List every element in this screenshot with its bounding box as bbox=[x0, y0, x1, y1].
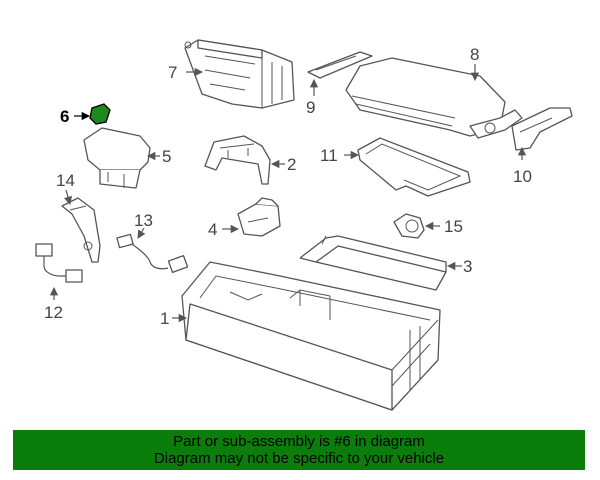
callout-5: 5 bbox=[162, 147, 171, 166]
part-5-housing: 5 bbox=[83, 127, 171, 189]
part-6-highlighted: 6 bbox=[60, 103, 111, 126]
callout-12: 12 bbox=[44, 303, 63, 322]
callout-6: 6 bbox=[60, 107, 69, 126]
callout-13: 13 bbox=[134, 211, 153, 230]
notice-line-1: Part or sub-assembly is #6 in diagram bbox=[173, 433, 425, 450]
part-3-frame: 3 bbox=[299, 235, 472, 291]
part-11-mat: 11 bbox=[320, 137, 471, 197]
part-12-wire: 12 bbox=[35, 243, 83, 322]
callout-7: 7 bbox=[168, 63, 177, 82]
parts-diagram: 7 9 8 10 6 5 2 bbox=[35, 39, 573, 411]
notice-line-2: Diagram may not be specific to your vehi… bbox=[153, 450, 445, 467]
part-7-bin: 7 bbox=[168, 39, 295, 109]
part-1-console: 1 bbox=[160, 261, 441, 411]
part-4-switch: 4 bbox=[208, 197, 281, 239]
notice-banner: Part or sub-assembly is #6 in diagram Di… bbox=[13, 430, 585, 470]
callout-14: 14 bbox=[56, 171, 75, 190]
part-15-button: 15 bbox=[393, 213, 463, 239]
callout-11: 11 bbox=[320, 146, 338, 165]
part-2-bracket: 2 bbox=[204, 135, 296, 185]
callout-1: 1 bbox=[160, 309, 169, 328]
highlight-part-6 bbox=[89, 103, 111, 125]
callout-10: 10 bbox=[513, 167, 532, 186]
callout-9: 9 bbox=[306, 98, 315, 117]
part-13-harness: 13 bbox=[116, 211, 189, 274]
callout-8: 8 bbox=[470, 45, 479, 64]
part-9-cover: 9 bbox=[306, 51, 373, 117]
part-8-armrest: 8 bbox=[345, 45, 523, 139]
callout-2: 2 bbox=[287, 155, 296, 174]
callout-4: 4 bbox=[208, 220, 217, 239]
callout-15: 15 bbox=[444, 217, 463, 236]
part-14-switch: 14 bbox=[56, 171, 101, 263]
part-10-trim: 10 bbox=[511, 107, 573, 186]
callout-3: 3 bbox=[463, 257, 472, 276]
